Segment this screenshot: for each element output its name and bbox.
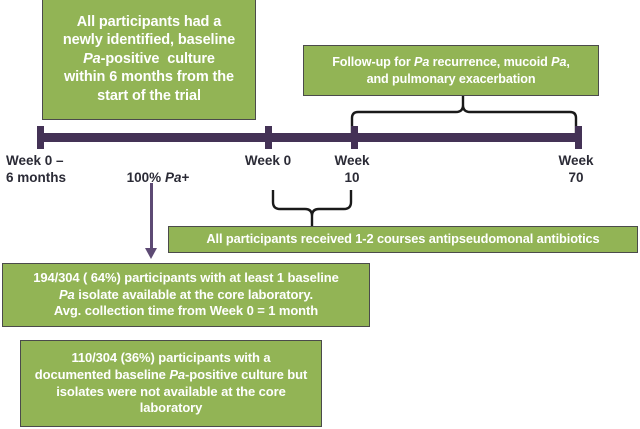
timeline-axis — [37, 133, 582, 142]
followup-italic-pa-1: Pa — [414, 55, 430, 70]
followup-brace — [350, 96, 578, 134]
followup-line-1-b: recurrence, mucoid — [429, 55, 552, 70]
isolates-unavailable-text: 110/304 (36%) participants with a docume… — [21, 350, 321, 417]
inclusion-line-3-rest: -positive culture — [100, 50, 215, 67]
timeline-tick-week0-6months — [37, 126, 44, 149]
timeline-tick-week0 — [265, 126, 272, 149]
followup-box: Follow-up for Pa recurrence, mucoid Pa, … — [303, 45, 599, 96]
isolates-available-line-3: Avg. collection time from Week 0 = 1 mon… — [53, 303, 319, 319]
antibiotics-box: All participants received 1-2 courses an… — [168, 226, 638, 253]
pa-positive-italic-pa: Pa — [164, 170, 182, 186]
pa-positive-arrow-shaft — [150, 183, 153, 251]
antibiotics-text: All participants received 1-2 courses an… — [206, 231, 600, 247]
inclusion-line-5: start of the trial — [97, 87, 201, 104]
inclusion-criteria-box: All participants had a newly identified,… — [42, 0, 256, 120]
timeline-label-week70: Week 70 — [558, 153, 594, 186]
isolates-unavailable-box: 110/304 (36%) participants with a docume… — [20, 340, 322, 427]
isolates-available-line-1: 194/304 ( 64%) participants with at leas… — [33, 270, 339, 286]
inclusion-line-2: newly identified, baseline — [62, 32, 236, 49]
isolates-available-italic-pa: Pa — [58, 286, 75, 302]
isolates-unavailable-line-2-b: -positive culture but — [185, 366, 308, 382]
inclusion-italic-pa: Pa — [83, 50, 101, 67]
isolates-available-box: 194/304 ( 64%) participants with at leas… — [2, 263, 370, 327]
isolates-unavailable-line-4: laboratory — [139, 400, 203, 416]
inclusion-line-1: All participants had a — [76, 13, 222, 30]
timeline-tick-week10 — [351, 126, 358, 149]
pa-positive-arrow-head — [145, 248, 157, 259]
isolates-unavailable-line-1: 110/304 (36%) participants with a — [71, 350, 271, 366]
isolates-unavailable-italic-pa: Pa — [169, 366, 186, 382]
followup-line-1-a: Follow-up for — [332, 55, 415, 70]
timeline-label-week10: Week 10 — [334, 153, 370, 186]
followup-line-1-c: , — [566, 55, 570, 70]
followup-italic-pa-2: Pa — [551, 55, 567, 70]
isolates-available-text: 194/304 ( 64%) participants with at leas… — [3, 270, 369, 320]
antibiotics-brace — [271, 190, 353, 228]
isolates-available-line-2-rest: isolate available at the core laboratory… — [74, 286, 314, 302]
inclusion-criteria-text: All participants had a newly identified,… — [43, 13, 255, 106]
pa-positive-plus: + — [181, 170, 190, 186]
inclusion-line-4: within 6 months from the — [64, 69, 234, 86]
timeline-label-week0-6months: Week 0 – 6 months — [6, 153, 67, 186]
isolates-unavailable-line-2-a: documented baseline — [34, 366, 170, 382]
isolates-unavailable-line-3: isolates were not available at the core — [56, 383, 286, 399]
timeline-tick-week70 — [575, 126, 582, 149]
timeline-label-pa-positive: 100% Pa+ — [108, 152, 208, 187]
followup-line-2: and pulmonary exacerbation — [366, 71, 536, 86]
timeline-label-week0: Week 0 — [244, 153, 292, 168]
followup-text: Follow-up for Pa recurrence, mucoid Pa, … — [304, 54, 598, 86]
pa-positive-percent: 100% — [126, 170, 165, 186]
